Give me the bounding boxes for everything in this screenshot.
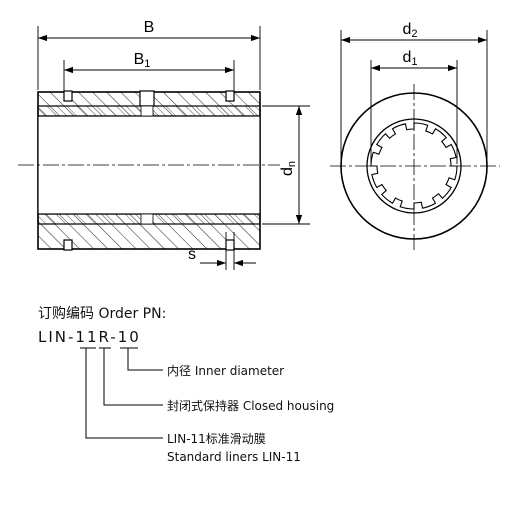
- top-groove-right: [225, 90, 235, 102]
- label-B: B: [144, 19, 155, 36]
- leader-housing: [103, 348, 163, 406]
- lubrication-hole: [139, 90, 155, 107]
- legend-standard-liner-en: Standard liners LIN-11: [167, 450, 301, 464]
- pn-diameter: 10: [118, 328, 141, 346]
- pn-series: 11: [75, 328, 98, 346]
- dimension-dn: dn: [262, 105, 310, 225]
- dimension-B: B: [37, 19, 261, 90]
- label-B1: B1: [134, 51, 151, 70]
- legend-inner-diameter: 内径 Inner diameter: [167, 364, 284, 378]
- dimension-B1: B1: [63, 51, 235, 92]
- pn-housing: R: [99, 328, 111, 346]
- dimension-d1: d1: [370, 49, 458, 164]
- legend-closed-housing: 封闭式保持器 Closed housing: [167, 398, 334, 413]
- part-number: LIN-11R-10: [38, 328, 141, 346]
- label-s: s: [188, 246, 196, 263]
- leader-diameter: [127, 348, 163, 371]
- order-code-section: 订购编码 Order PN: LIN-11R-10 内径 Inner diame…: [38, 306, 334, 464]
- label-d1: d1: [402, 49, 417, 68]
- pn-prefix: LIN-: [38, 328, 75, 346]
- label-dn: dn: [279, 161, 298, 176]
- label-d2: d2: [402, 21, 417, 40]
- order-heading: 订购编码 Order PN:: [38, 306, 166, 322]
- side-section-view: [18, 90, 280, 251]
- pn-sep: -: [110, 328, 117, 346]
- liner-mark-top: [140, 105, 154, 117]
- bottom-groove-left: [63, 239, 73, 251]
- top-groove-left: [63, 90, 73, 102]
- bottom-groove-right: [225, 239, 235, 251]
- dimension-d2: d2: [340, 21, 488, 162]
- liner-mark-bottom: [140, 213, 154, 225]
- end-view: [330, 84, 500, 250]
- dimension-s: s: [188, 232, 256, 270]
- legend-standard-liner-cn: LIN-11标准滑动膜: [167, 432, 266, 446]
- leader-series: [85, 348, 163, 439]
